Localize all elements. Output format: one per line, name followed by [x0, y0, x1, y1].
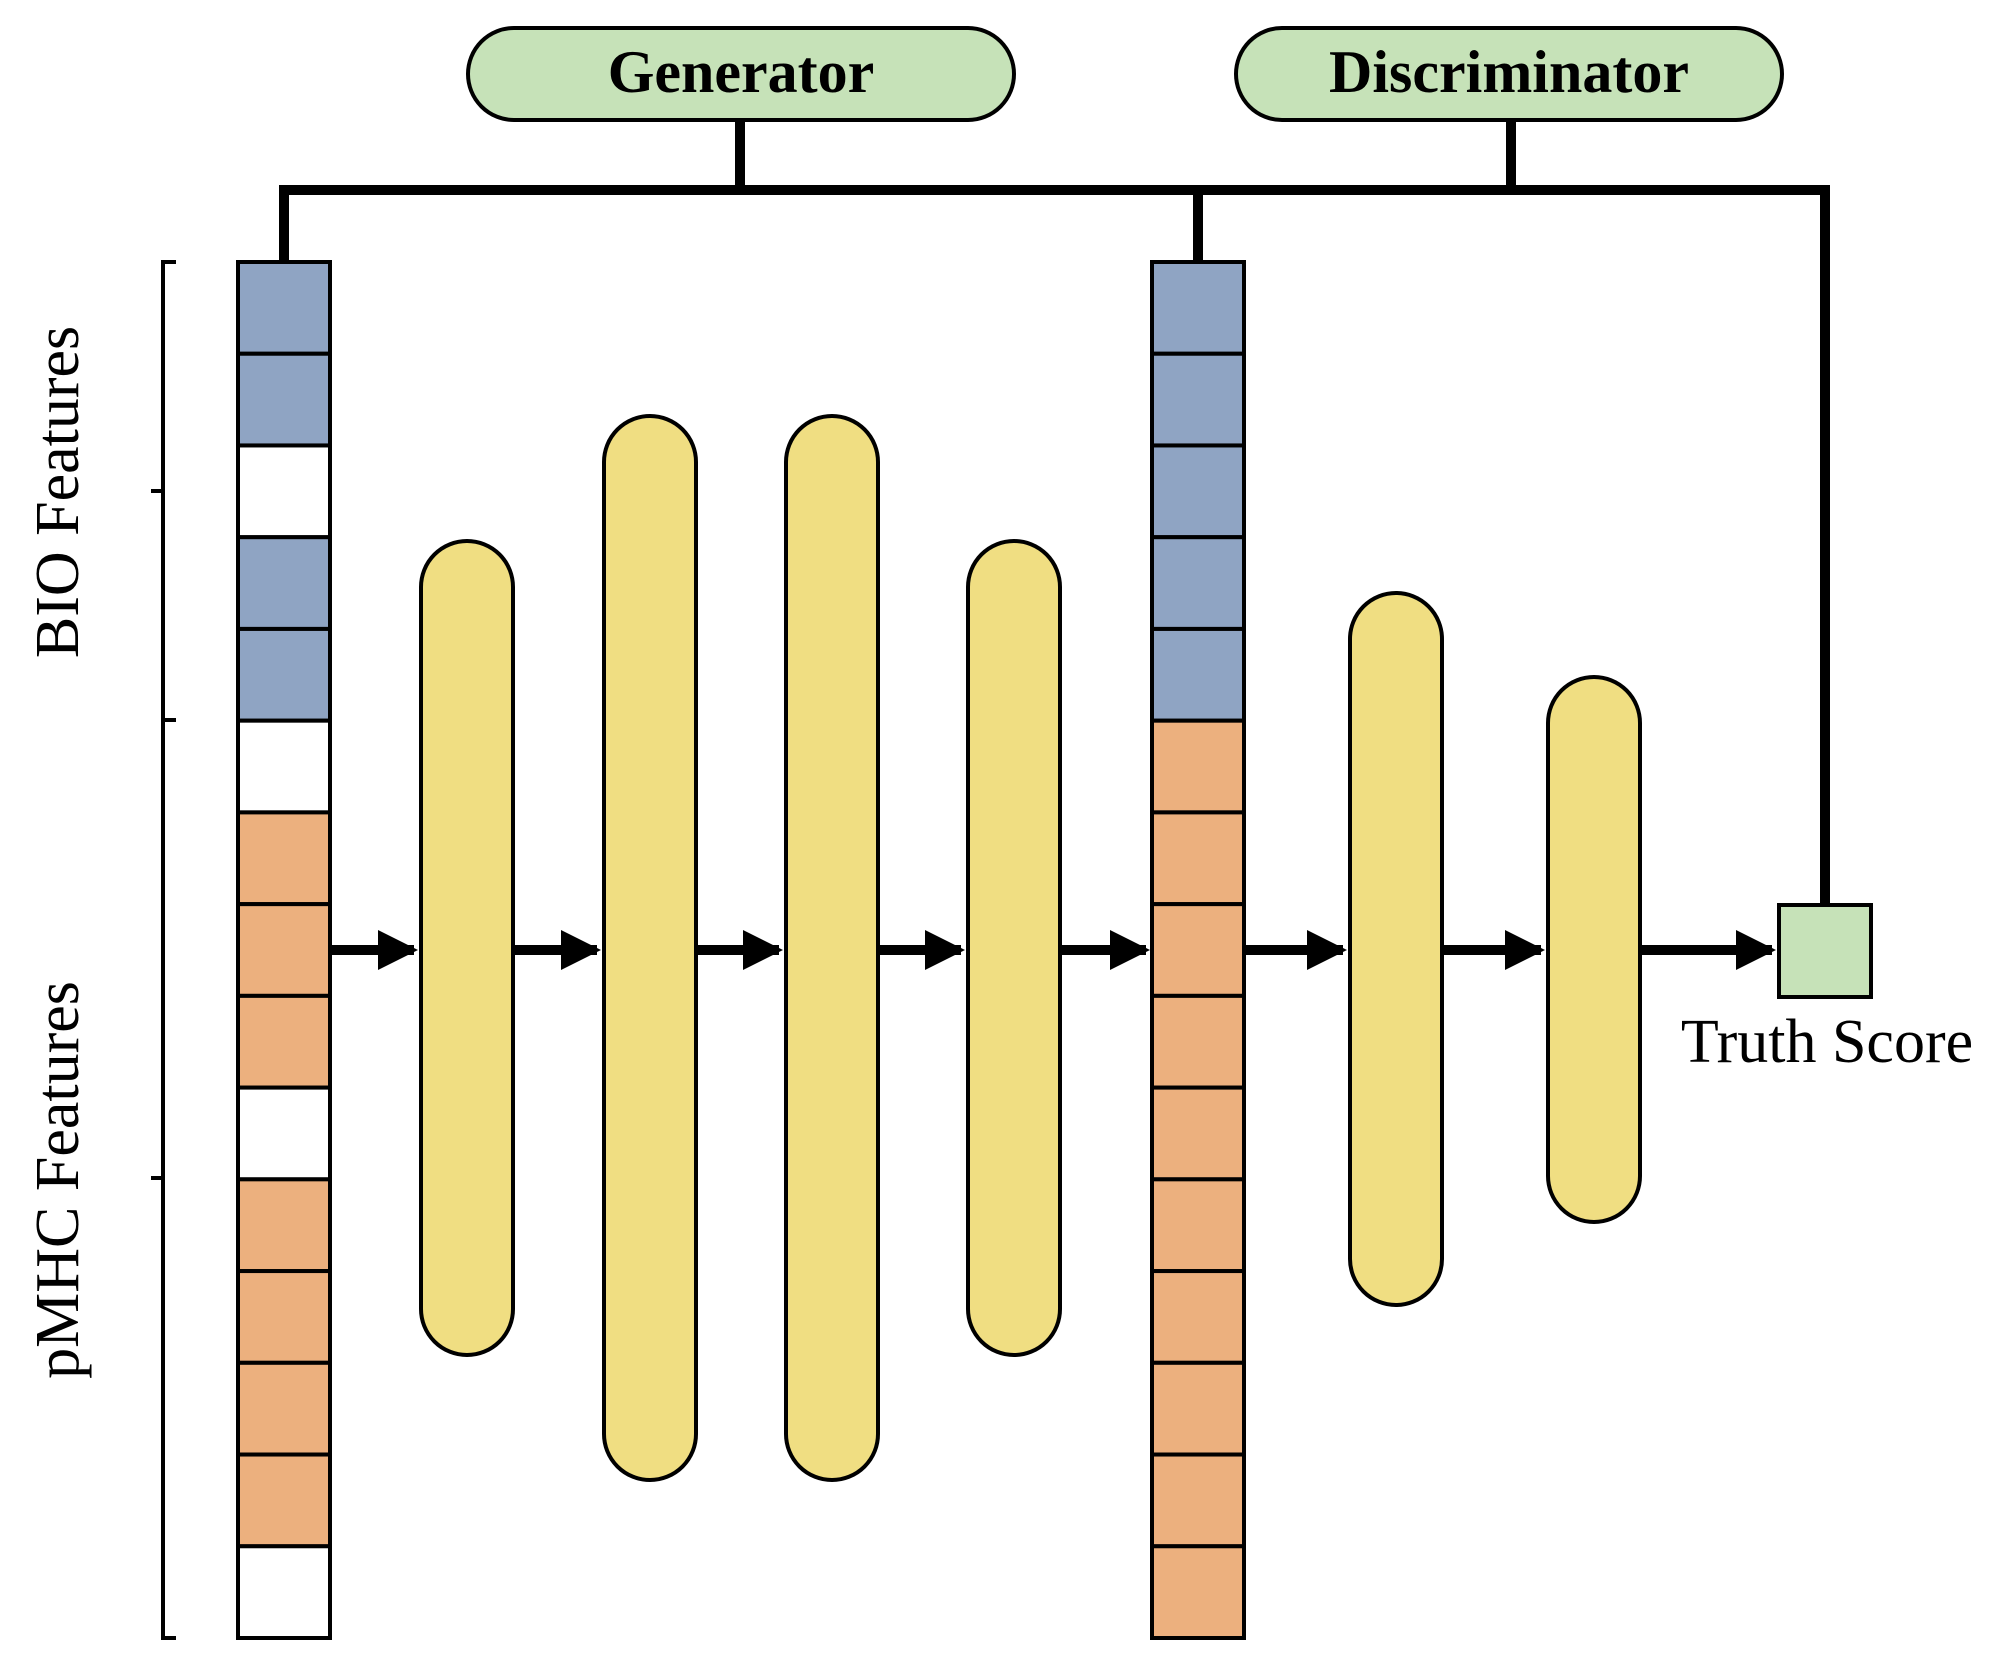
generator-hidden-layer: [784, 414, 880, 1482]
generator-input-cell-pmhc: [236, 1452, 332, 1549]
bracket-line: [161, 260, 176, 1640]
discriminator-hidden-layers: [1348, 591, 1642, 1307]
top-bus-line: [279, 185, 1830, 905]
discriminator-label-box: Discriminator: [1234, 26, 1784, 122]
truth-score-label: Truth Score: [1681, 1008, 1973, 1076]
discriminator-input-cell-bio: [1150, 351, 1246, 448]
generator-hidden-layer: [419, 539, 515, 1357]
generator-label-box: Generator: [466, 26, 1016, 122]
discriminator-hidden-layer: [1546, 675, 1642, 1224]
discriminator-input-cell-bio: [1150, 260, 1246, 356]
generator-input-cell-pmhc: [236, 1269, 332, 1365]
feature-bracket: [151, 260, 176, 1640]
generator-box: [466, 26, 1016, 122]
connector-lines: [279, 118, 1830, 905]
generator-input-cell-pmhc: [236, 902, 332, 998]
discriminator-input-cell-pmhc: [1150, 1177, 1246, 1274]
discriminator-label: Discriminator: [1329, 39, 1689, 105]
discriminator-input-cell-bio: [1150, 626, 1246, 723]
generator-input-cell-empty: [236, 718, 332, 815]
generator-input-cell-pmhc: [236, 1177, 332, 1274]
generator-input-cell-pmhc: [236, 810, 332, 907]
discriminator-input-cell-bio: [1150, 535, 1246, 631]
generator-input-cell-empty: [236, 443, 332, 540]
generator-input-vector: [236, 260, 332, 1641]
discriminator-hidden-layer: [1348, 591, 1444, 1307]
generator-input-cell-bio: [236, 351, 332, 448]
discriminator-input-cell-pmhc: [1150, 1269, 1246, 1365]
discriminator-input-cell-bio: [1150, 443, 1246, 540]
discriminator-input-vector: [1150, 260, 1246, 1641]
discriminator-box: [1234, 26, 1784, 122]
discriminator-input-cell-pmhc: [1150, 993, 1246, 1090]
generator-input-cell-empty: [236, 1085, 332, 1182]
generator-input-cell-empty: [236, 1544, 332, 1641]
truth-score-box: [1777, 903, 1873, 999]
discriminator-input-cell-pmhc: [1150, 1085, 1246, 1182]
discriminator-input-cell-pmhc: [1150, 1360, 1246, 1457]
pmhc-features-label: pMHC Features: [24, 981, 92, 1379]
discriminator-input-cell-pmhc: [1150, 1452, 1246, 1549]
generator-label: Generator: [608, 39, 875, 105]
generator-input-cell-pmhc: [236, 1360, 332, 1457]
discriminator-input-cell-pmhc: [1150, 902, 1246, 998]
discriminator-input-cell-pmhc: [1150, 718, 1246, 815]
generator-input-cell-pmhc: [236, 993, 332, 1090]
discriminator-input-cell-pmhc: [1150, 810, 1246, 907]
generator-hidden-layer: [966, 539, 1062, 1357]
generator-input-cell-bio: [236, 626, 332, 723]
generator-hidden-layers: [419, 414, 1062, 1482]
generator-input-cell-bio: [236, 535, 332, 631]
bio-features-label: BIO Features: [24, 326, 92, 658]
generator-hidden-layer: [602, 414, 698, 1482]
generator-input-cell-bio: [236, 260, 332, 356]
discriminator-input-cell-pmhc: [1150, 1544, 1246, 1641]
